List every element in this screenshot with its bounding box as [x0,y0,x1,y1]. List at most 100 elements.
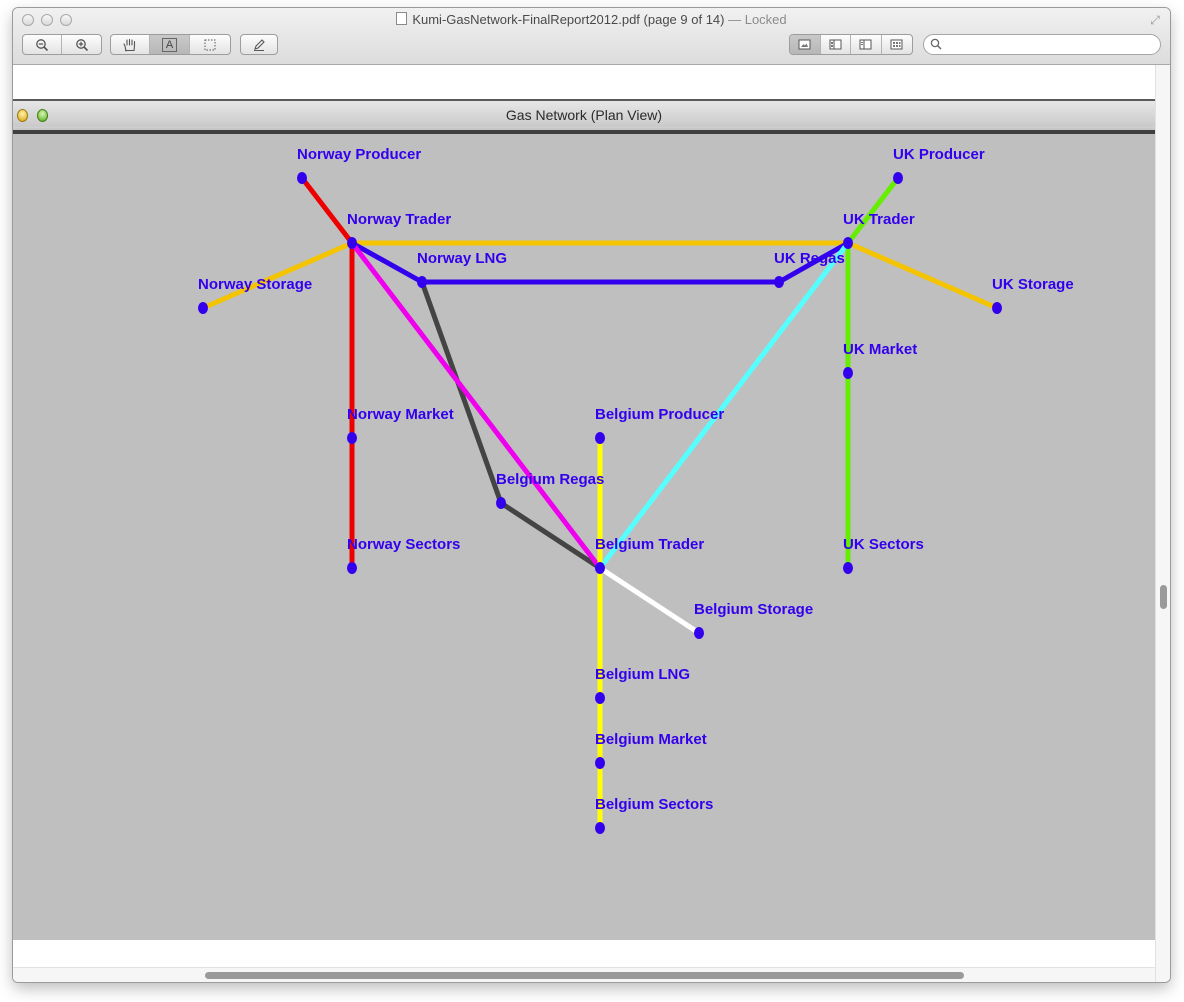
node-belgium-market [595,757,605,769]
pdf-document-icon[interactable] [396,12,408,25]
node-belgium-producer [595,432,605,444]
minimize-window-button[interactable] [41,14,53,26]
single-page-icon [798,39,811,50]
rect-select-tool-button[interactable] [190,35,230,54]
thumbnails-view-button[interactable] [821,35,851,54]
label-norway-market: Norway Market [347,406,454,423]
label-norway-producer: Norway Producer [297,146,421,163]
search-icon [930,38,942,50]
node-norway-producer [297,172,307,184]
zoom-controls [22,34,102,55]
node-norway-storage [198,302,208,314]
view-mode-controls [789,34,913,55]
zoom-in-button[interactable] [62,35,101,54]
single-page-view-button[interactable] [790,35,821,54]
contact-sheet-icon [890,39,903,50]
node-norway-trader [347,237,357,249]
edge-norway-storage-to-norway-trader [200,240,355,311]
hand-icon [123,38,136,52]
text-select-tool-button[interactable]: A [150,35,190,54]
label-norway-storage: Norway Storage [198,276,312,293]
inner-window-titlebar: Gas Network (Plan View) [13,101,1155,134]
contact-sheet-view-button[interactable] [882,35,912,54]
edge-norway-trader-to-belgium-trader [349,240,603,571]
edge-uk-producer-to-uk-trader [845,175,901,246]
label-belgium-lng: Belgium LNG [595,666,690,683]
node-uk-trader [843,237,853,249]
search-field[interactable] [923,34,1161,55]
zoom-in-icon [75,38,88,51]
inner-window-title: Gas Network (Plan View) [505,107,663,123]
toc-view-button[interactable] [851,35,882,54]
edge-norway-producer-to-norway-trader [299,175,355,246]
window-title: Kumi-GasNetwork-FinalReport2012.pdf (pag… [13,12,1170,27]
edge-belgium-trader-to-belgium-storage [597,565,702,636]
node-uk-market [843,367,853,379]
page-divider [13,99,1155,101]
title-bar: Kumi-GasNetwork-FinalReport2012.pdf (pag… [13,8,1170,65]
pencil-icon [254,38,265,51]
zoom-out-icon [36,38,49,51]
label-belgium-storage: Belgium Storage [694,601,813,618]
edge-norway-lng-to-belgium-regas [419,279,504,506]
node-belgium-lng [595,692,605,704]
edge-uk-trader-to-belgium-trader [597,240,851,571]
label-norway-lng: Norway LNG [417,250,507,267]
zoom-out-button[interactable] [23,35,63,54]
node-uk-regas [774,276,784,288]
edge-belgium-regas-to-belgium-trader [498,500,603,571]
edges-layer [200,175,1000,831]
edge-uk-regas-to-uk-trader [776,240,851,285]
annotate-controls [240,34,278,55]
label-uk-sectors: UK Sectors [843,536,924,553]
edge-uk-trader-to-uk-storage [845,240,1000,311]
inner-minimize-button[interactable] [17,109,28,122]
close-window-button[interactable] [22,14,34,26]
label-belgium-sectors: Belgium Sectors [595,796,713,813]
vertical-scrollbar[interactable] [1155,65,1170,982]
hand-tool-button[interactable] [111,35,151,54]
node-belgium-regas [496,497,506,509]
label-uk-market: UK Market [843,341,917,358]
sidebar-toc-icon [859,39,872,50]
preview-window: Kumi-GasNetwork-FinalReport2012.pdf (pag… [13,8,1170,982]
inner-zoom-button[interactable] [37,109,48,122]
text-tool-label: A [162,37,178,52]
search-input[interactable] [946,36,1151,52]
horizontal-scrollbar[interactable] [13,967,1155,982]
node-belgium-trader [595,562,605,574]
nodes-layer [198,172,1002,834]
label-uk-storage: UK Storage [992,276,1074,293]
label-belgium-market: Belgium Market [595,731,707,748]
node-uk-sectors [843,562,853,574]
rect-select-icon [204,39,216,50]
label-belgium-regas: Belgium Regas [496,471,604,488]
node-norway-market [347,432,357,444]
fullscreen-icon[interactable]: ⤢ [1150,13,1160,27]
label-uk-trader: UK Trader [843,211,915,228]
edge-norway-trader-to-norway-lng [349,240,425,285]
label-norway-trader: Norway Trader [347,211,451,228]
tool-controls: A [110,34,231,55]
annotate-button[interactable] [241,35,277,54]
label-norway-sectors: Norway Sectors [347,536,460,553]
node-belgium-sectors [595,822,605,834]
label-belgium-trader: Belgium Trader [595,536,704,553]
label-uk-producer: UK Producer [893,146,985,163]
zoom-window-button[interactable] [60,14,72,26]
window-title-text: Kumi-GasNetwork-FinalReport2012.pdf (pag… [412,12,725,27]
vertical-scroll-thumb[interactable] [1160,585,1167,609]
sidebar-thumbnails-icon [829,39,842,50]
locked-label[interactable]: — Locked [728,12,787,27]
node-norway-sectors [347,562,357,574]
node-uk-producer [893,172,903,184]
node-belgium-storage [694,627,704,639]
label-belgium-producer: Belgium Producer [595,406,724,423]
horizontal-scroll-thumb[interactable] [205,972,964,979]
node-uk-storage [992,302,1002,314]
label-uk-regas: UK Regas [774,250,845,267]
